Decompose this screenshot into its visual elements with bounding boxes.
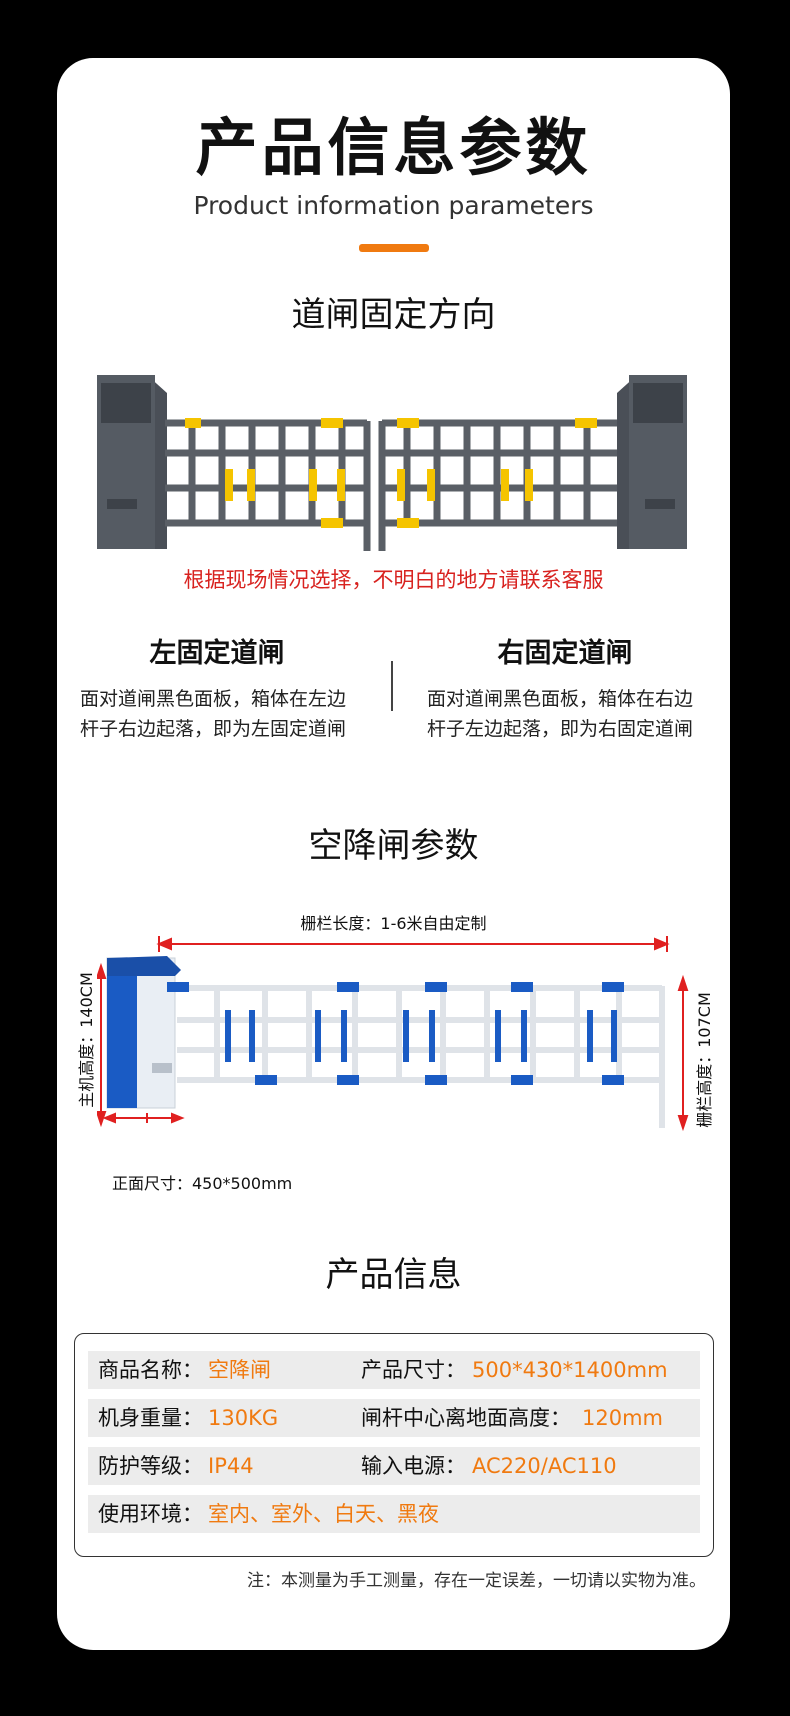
fence-blue-stripes [167,982,624,1085]
host-height-label: 主机高度：140CM [77,972,96,1108]
row-label: 使用环境： [98,1502,203,1526]
row-value: 120mm [582,1406,663,1430]
right-fixed-title: 右固定道闸 [497,638,633,669]
left-desc-line2: 杆子右边起落，即为左固定道闸 [80,718,347,740]
fence-height-label: 栅栏高度：107CM [695,992,714,1128]
page-subtitle: Product information parameters [193,191,594,220]
row-value: IP44 [208,1454,254,1478]
row-label: 输入电源： [361,1454,466,1478]
row-value: 500*430*1400mm [472,1358,668,1382]
row-label: 商品名称： [98,1358,203,1382]
left-desc-line1: 面对道闸黑色面板，箱体在左边 [80,688,347,710]
right-fixed-desc: 面对道闸黑色面板，箱体在右边 杆子左边起落，即为右固定道闸 [427,684,727,744]
content-card: 产品信息参数 Product information parameters 道闸… [57,58,730,1650]
column-divider [391,661,393,711]
params-section-title: 空降闸参数 [308,826,479,866]
fence-height-arrow [677,974,689,1132]
blue-gate-cabinet [106,956,181,1109]
right-desc-line2: 杆子左边起落，即为右固定道闸 [427,718,694,740]
row-label: 防护等级： [98,1454,203,1478]
table-row: 商品名称： 空降闸 产品尺寸： 500*430*1400mm [88,1351,700,1389]
right-fence-stripes [397,418,597,528]
row-label: 产品尺寸： [361,1358,466,1382]
row-value: 空降闸 [208,1358,271,1382]
front-size-arrow [102,1112,185,1124]
table-row: 使用环境： 室内、室外、白天、黑夜 [88,1495,700,1533]
measurement-footnote: 注：本测量为手工测量，存在一定误差，一切请以实物为准。 [247,1571,706,1591]
right-desc-line1: 面对道闸黑色面板，箱体在右边 [427,688,694,710]
fence-length-label: 栅栏长度：1-6米自由定制 [300,914,487,933]
fence-length-arrow [156,936,670,952]
row-label: 机身重量： [98,1406,203,1430]
page-title: 产品信息参数 [195,111,592,184]
right-gate-cabinet [617,375,687,549]
front-size-label: 正面尺寸：450*500mm [112,1174,293,1193]
row-value: AC220/AC110 [472,1454,617,1478]
left-fence-stripes [185,418,345,528]
table-row: 防护等级： IP44 输入电源： AC220/AC110 [88,1447,700,1485]
table-row: 机身重量： 130KG 闸杆中心离地面高度： 120mm [88,1399,700,1437]
title-accent-bar [359,244,429,252]
white-fence [177,985,665,1128]
left-fixed-title: 左固定道闸 [149,638,285,669]
row-label: 闸杆中心离地面高度： [361,1406,571,1430]
left-fence [165,419,371,551]
row-value: 室内、室外、白天、黑夜 [208,1502,439,1526]
row-value: 130KG [208,1406,279,1430]
info-section-title: 产品信息 [325,1255,462,1295]
host-height-arrow [97,962,107,1128]
direction-section-title: 道闸固定方向 [291,295,496,335]
fixed-direction-gates-image [97,375,687,551]
right-fence [378,419,617,551]
left-fixed-desc: 面对道闸黑色面板，箱体在左边 杆子右边起落，即为左固定道闸 [80,684,380,744]
selection-note: 根据现场情况选择，不明白的地方请联系客服 [183,568,604,592]
airborne-gate-image [97,936,689,1132]
info-table [74,1333,714,1557]
left-gate-cabinet [97,375,167,549]
